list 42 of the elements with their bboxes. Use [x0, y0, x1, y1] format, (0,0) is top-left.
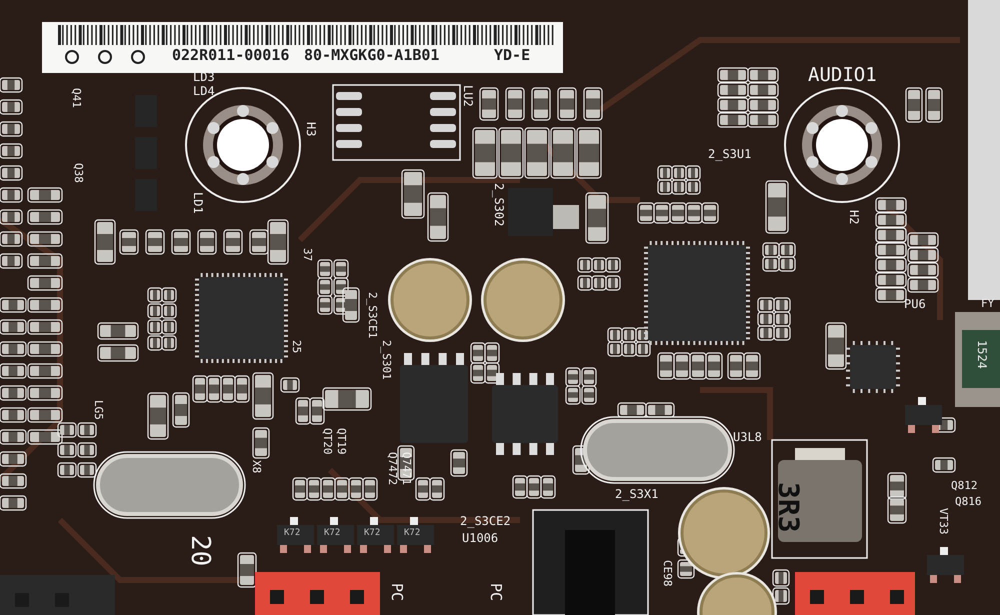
sticker-code: YD-E	[494, 48, 530, 63]
component-marking: K72	[404, 529, 420, 538]
silkscreen-label: AUDIO1	[808, 66, 877, 85]
sticker-code: 022R011-00016	[172, 48, 290, 63]
silkscreen-label: PU6	[904, 298, 926, 310]
silkscreen-label: 20	[187, 535, 213, 566]
silkscreen-label: QT20	[322, 428, 333, 454]
silkscreen-label: Q38	[73, 163, 84, 183]
component-marking: K72	[364, 529, 380, 538]
silkscreen-label: LD4	[193, 85, 215, 97]
silkscreen-label: Q7472	[387, 452, 398, 486]
silkscreen-label: 2_S302	[493, 183, 505, 226]
silkscreen-label: 2_S3U1	[708, 148, 752, 160]
silkscreen-label: LG5	[93, 400, 104, 420]
component-marking: 1524	[976, 340, 988, 369]
silkscreen-label: 2_S3CE1	[367, 292, 378, 338]
silkscreen-label: X8	[251, 460, 262, 474]
sticker-code: 80-MXGKG0-A1B01	[304, 48, 440, 63]
silkscreen-label: U1006	[462, 532, 498, 544]
silkscreen-label: LD1	[192, 192, 204, 214]
silkscreen-label: PC	[389, 583, 404, 602]
silkscreen-label: Q812	[951, 480, 978, 491]
component-marking: K72	[324, 529, 340, 538]
silkscreen-label: Q816	[955, 496, 982, 507]
silkscreen-label: 2_S301	[381, 340, 392, 380]
silkscreen-label: CE98	[662, 560, 673, 586]
silkscreen-label: 37	[302, 248, 313, 262]
component-marking: K72	[284, 529, 300, 538]
silkscreen-label: U3L8	[733, 431, 762, 443]
silkscreen-label: Q7471	[401, 452, 412, 486]
silkscreen-label: QT19	[336, 428, 347, 454]
silkscreen-label: H2	[848, 210, 860, 224]
silkscreen-label: H3	[305, 122, 317, 136]
silkscreen-label: PC	[488, 583, 503, 602]
silkscreen-label: FY	[981, 298, 994, 309]
silkscreen-label: 25	[291, 340, 302, 354]
silkscreen-label: 2_S3CE2	[460, 515, 511, 527]
silkscreen-label: LU2	[462, 85, 474, 107]
component-marking: 3R3	[774, 482, 802, 533]
silkscreen-label: Q41	[71, 88, 82, 108]
silkscreen-label: VT33	[938, 508, 949, 534]
silkscreen-label: 2_S3X1	[615, 488, 658, 500]
